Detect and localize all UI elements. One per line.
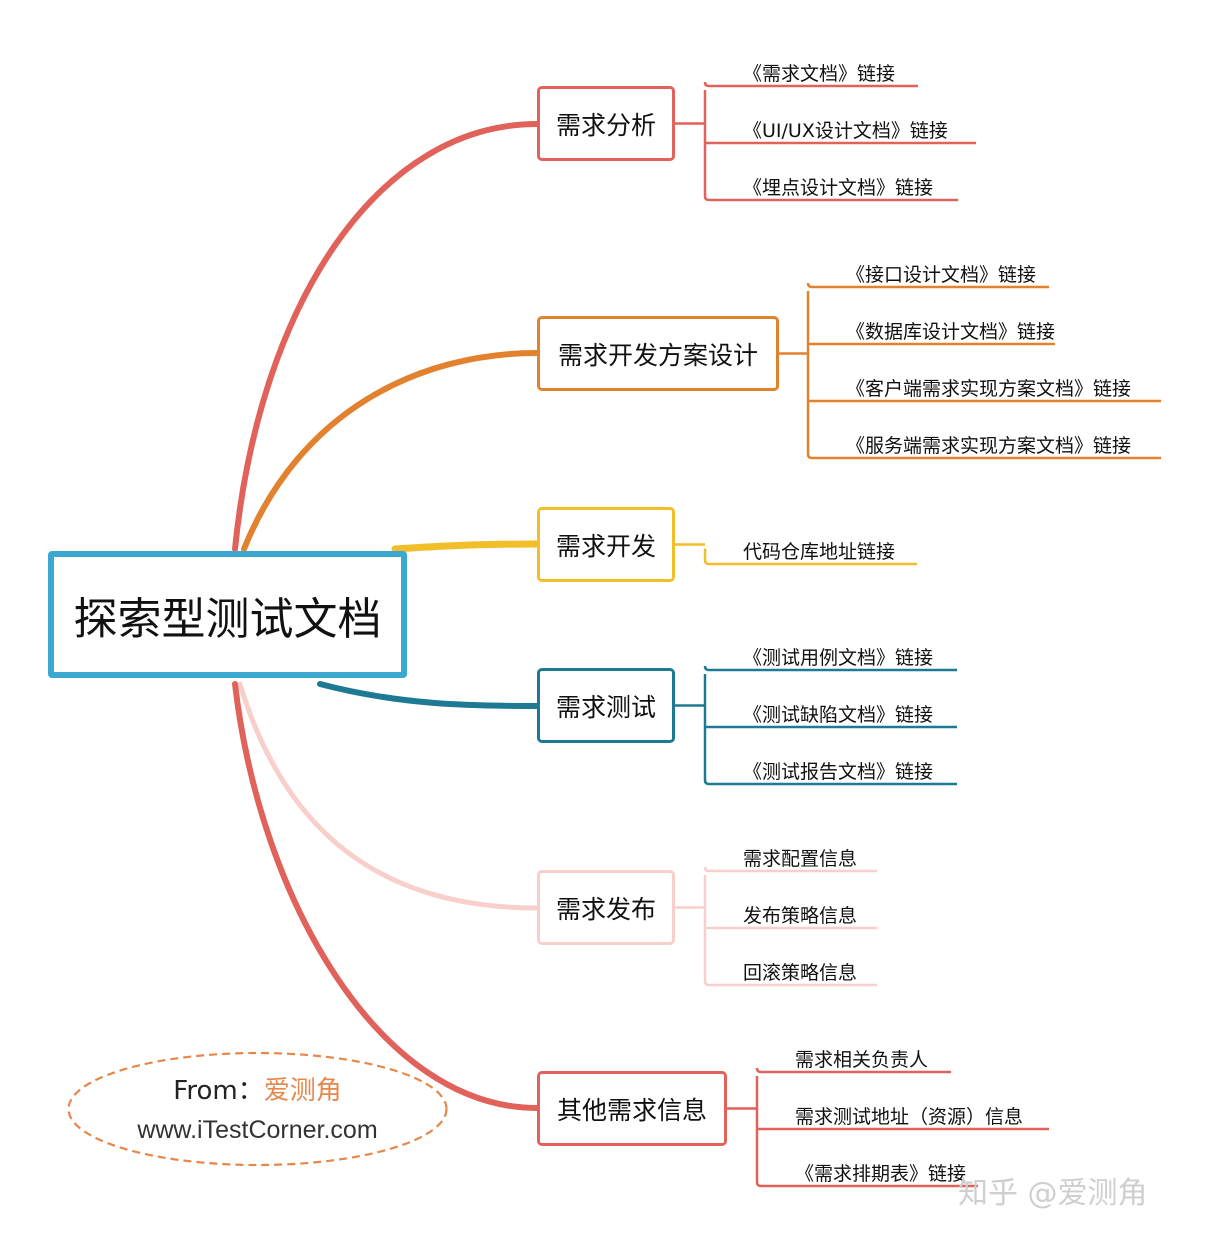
branch-connector	[232, 121, 540, 552]
leaf-underline	[806, 453, 1161, 460]
leaf-link[interactable]: 《服务端需求实现方案文档》链接	[846, 435, 1132, 457]
leaf-underline	[703, 980, 877, 987]
credit-from: From：爱测角	[66, 1070, 449, 1107]
branch-topic[interactable]: 需求开发	[537, 507, 675, 582]
leaf-link[interactable]: 《测试缺陷文档》链接	[743, 704, 934, 726]
leaf-link[interactable]: 《埋点设计文档》链接	[743, 177, 934, 199]
leaf-underline	[703, 195, 958, 202]
root-topic[interactable]: 探索型测试文档	[48, 551, 407, 678]
branch-connector	[232, 681, 540, 1111]
leaf-link[interactable]: 《需求文档》链接	[743, 63, 896, 85]
leaf-link[interactable]: 《数据库设计文档》链接	[846, 321, 1056, 343]
leaf-link[interactable]: 需求相关负责人	[795, 1049, 929, 1071]
branch-topic[interactable]: 需求测试	[537, 668, 675, 743]
leaf-underline	[806, 282, 1049, 289]
branch-connector	[317, 681, 540, 709]
leaf-link[interactable]: 《需求排期表》链接	[795, 1163, 967, 1185]
leaf-link[interactable]: 《测试报告文档》链接	[743, 761, 934, 783]
branch-topic[interactable]: 需求开发方案设计	[537, 316, 779, 391]
credit-website[interactable]: www.iTestCorner.com	[137, 1116, 378, 1144]
branch-connector	[391, 540, 541, 553]
leaf-underline	[703, 81, 918, 88]
watermark: 知乎 @爱测角	[958, 1176, 1148, 1211]
leaf-link[interactable]: 《接口设计文档》链接	[846, 264, 1037, 286]
credit-from-label: From：	[173, 1076, 264, 1106]
branch-connector	[241, 350, 540, 552]
leaf-link[interactable]: 需求配置信息	[743, 848, 858, 870]
leaf-link[interactable]: 《测试用例文档》链接	[743, 647, 934, 669]
credit-ellipse	[67, 1051, 448, 1167]
leaf-underline	[755, 1181, 978, 1188]
leaf-underline	[703, 779, 957, 786]
leaf-link[interactable]: 回滚策略信息	[743, 962, 858, 984]
leaf-link[interactable]: 代码仓库地址链接	[743, 541, 896, 563]
leaf-link[interactable]: 《UI/UX设计文档》链接	[743, 120, 948, 142]
credit-author: 爱测角	[263, 1076, 342, 1106]
credit-badge: From：爱测角 www.iTestCorner.com	[66, 1050, 449, 1168]
leaf-underline	[703, 665, 957, 672]
leaf-underline	[703, 866, 877, 873]
leaf-underline	[703, 559, 917, 566]
leaf-underline	[755, 1067, 951, 1074]
branch-connector	[237, 681, 540, 911]
branch-topic[interactable]: 需求发布	[537, 870, 675, 945]
branch-topic[interactable]: 其他需求信息	[537, 1071, 727, 1146]
leaf-link[interactable]: 需求测试地址（资源）信息	[795, 1106, 1024, 1128]
leaf-link[interactable]: 发布策略信息	[743, 905, 858, 927]
branch-topic[interactable]: 需求分析	[537, 86, 675, 161]
leaf-link[interactable]: 《客户端需求实现方案文档》链接	[846, 378, 1132, 400]
